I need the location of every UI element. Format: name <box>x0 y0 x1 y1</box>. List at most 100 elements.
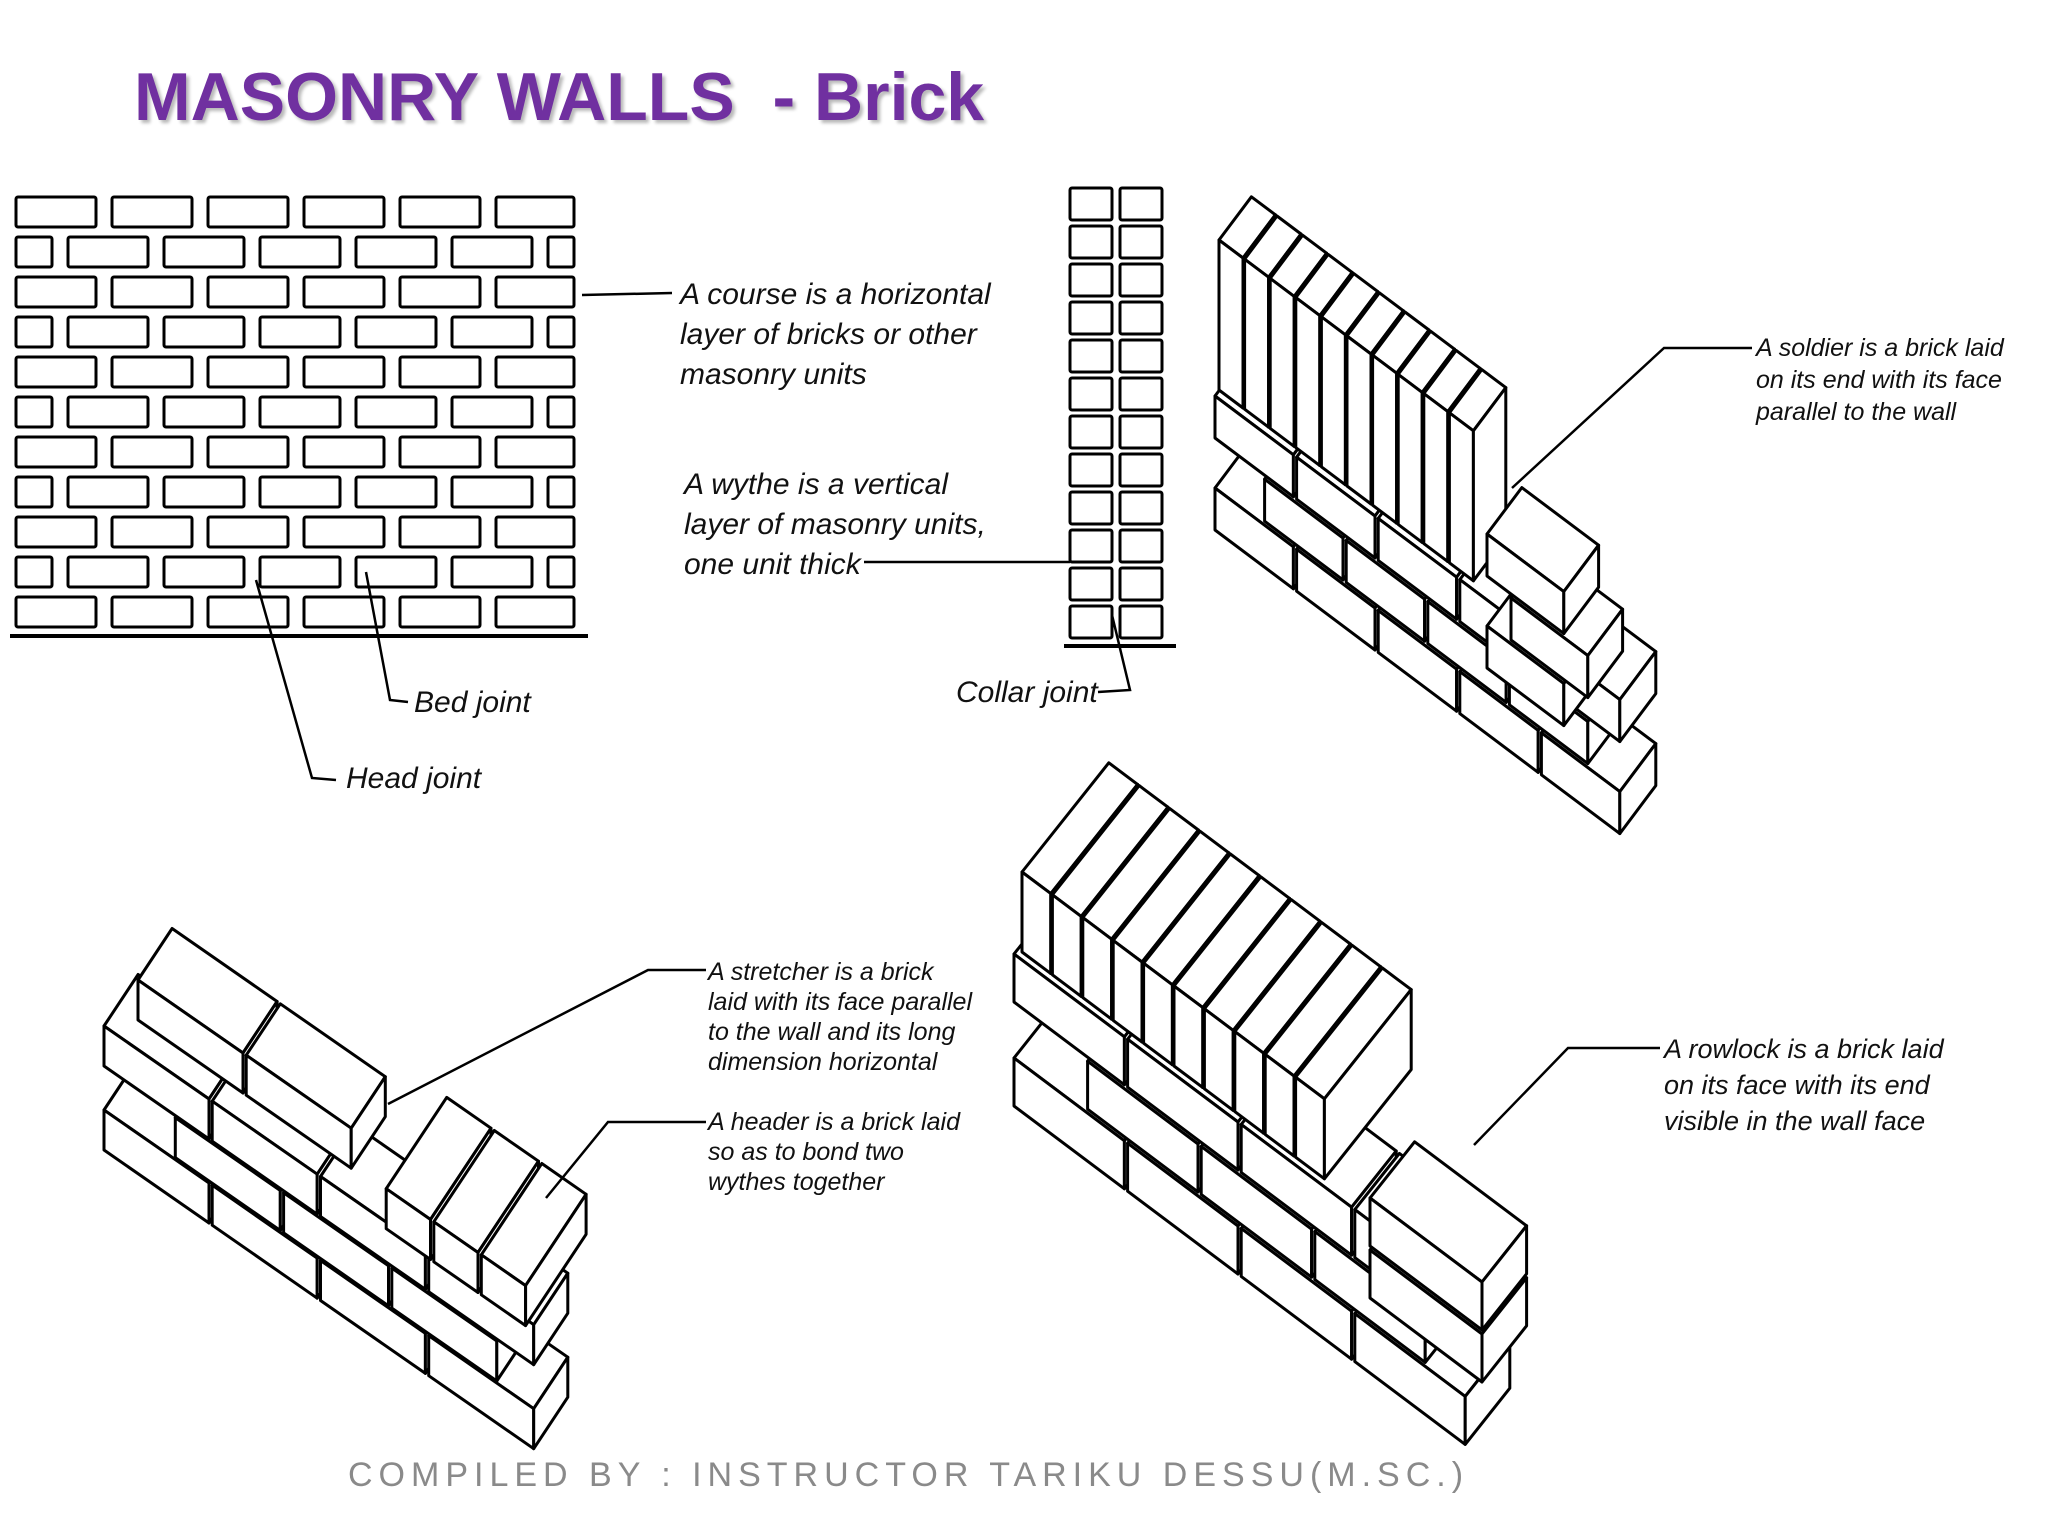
stretcher-label: A stretcher is a brick laid with its fac… <box>706 958 973 1076</box>
svg-text:A stretcher is a brick: A stretcher is a brick <box>706 958 935 986</box>
brick-end <box>1118 604 1164 640</box>
brick-end <box>1118 262 1164 298</box>
brick-end <box>1068 528 1114 564</box>
brick-front-face <box>1422 392 1450 564</box>
head-joint-label: Head joint <box>346 762 483 795</box>
brick-end <box>1118 376 1164 412</box>
rowlock-wall-illustration <box>1012 761 1529 1446</box>
brick <box>110 435 194 469</box>
brick-end <box>1118 338 1164 374</box>
brick <box>110 515 194 549</box>
brick <box>66 315 150 349</box>
brick <box>206 435 290 469</box>
brick <box>546 475 576 509</box>
course-label: A course is a horizontal layer of bricks… <box>678 278 992 391</box>
soldier-label: A soldier is a brick laid on its end wit… <box>1754 334 2005 426</box>
brick-end <box>1068 376 1114 412</box>
brick-end-face <box>532 1355 570 1451</box>
svg-text:A rowlock is a brick laid: A rowlock is a brick laid <box>1662 1034 1945 1064</box>
brick-end <box>1068 186 1114 222</box>
brick <box>14 435 98 469</box>
brick <box>354 315 438 349</box>
brick <box>162 235 246 269</box>
brick <box>206 515 290 549</box>
wythe-section <box>1064 186 1176 648</box>
bed-joint-leader <box>364 571 409 704</box>
brick <box>14 395 54 429</box>
brick <box>450 475 534 509</box>
brick <box>206 275 290 309</box>
brick <box>110 355 194 389</box>
header-leader <box>545 1120 706 1199</box>
brick <box>66 555 150 589</box>
svg-text:A soldier is a brick laid: A soldier is a brick laid <box>1754 334 2005 362</box>
brick <box>354 235 438 269</box>
brick <box>302 275 386 309</box>
brick <box>14 275 98 309</box>
brick-end <box>1118 452 1164 488</box>
svg-text:visible in the wall face: visible in the wall face <box>1664 1106 1925 1136</box>
brick-end-face <box>1586 607 1625 700</box>
brick-end <box>1118 414 1164 450</box>
brick-end-face <box>1322 988 1413 1181</box>
brick <box>302 435 386 469</box>
brick <box>354 475 438 509</box>
brick <box>258 555 342 589</box>
head-joint-leader <box>254 579 337 782</box>
brick <box>110 195 194 229</box>
brick <box>354 395 438 429</box>
brick-end-face <box>1618 650 1658 744</box>
brick <box>546 235 576 269</box>
brick <box>398 515 482 549</box>
brick-end <box>1118 186 1164 222</box>
brick <box>14 195 98 229</box>
brick <box>14 315 54 349</box>
brick <box>206 595 290 629</box>
svg-text:A course is a horizontal: A course is a horizontal <box>678 278 992 311</box>
rowlock-leader <box>1473 1046 1660 1146</box>
brick <box>494 355 576 389</box>
brick <box>302 515 386 549</box>
stretcher-leader <box>387 968 706 1106</box>
svg-text:dimension horizontal: dimension horizontal <box>708 1048 939 1076</box>
brick <box>14 355 98 389</box>
collar-joint-label: Collar joint <box>956 676 1099 709</box>
brick <box>162 315 246 349</box>
brick-end <box>1068 414 1114 450</box>
brick-front-face <box>1243 257 1271 429</box>
brick-end <box>1118 566 1164 602</box>
svg-text:on its face with its end: on its face with its end <box>1664 1070 1931 1100</box>
brick <box>494 515 576 549</box>
brick <box>258 475 342 509</box>
brick <box>162 555 246 589</box>
brick-end-face <box>524 1192 588 1328</box>
brick <box>66 235 150 269</box>
brick-front-face <box>1217 238 1245 410</box>
rowlock-label: A rowlock is a brick laid on its face wi… <box>1662 1034 1945 1136</box>
brick <box>354 555 438 589</box>
brick-end <box>1068 490 1114 526</box>
leader-lines <box>254 291 1752 1199</box>
brick-end <box>1118 490 1164 526</box>
brick-end <box>1068 566 1114 602</box>
brick <box>450 555 534 589</box>
svg-text:layer of masonry units,: layer of masonry units, <box>684 508 986 541</box>
brick <box>14 475 54 509</box>
brick <box>494 275 576 309</box>
brick <box>162 475 246 509</box>
brick <box>258 315 342 349</box>
brick <box>14 235 54 269</box>
wythe-label: A wythe is a vertical layer of masonry u… <box>682 468 986 581</box>
brick <box>398 435 482 469</box>
brick <box>162 395 246 429</box>
brick-end <box>1068 224 1114 260</box>
brick <box>206 195 290 229</box>
brick-wall-elevation <box>10 195 588 638</box>
brick-front-face <box>1319 315 1347 487</box>
brick-end-face <box>1480 1276 1529 1384</box>
svg-text:layer of bricks or other: layer of bricks or other <box>680 318 978 351</box>
brick-front-face <box>1345 334 1373 506</box>
brick <box>66 475 150 509</box>
brick <box>110 595 194 629</box>
brick-end <box>1068 262 1114 298</box>
